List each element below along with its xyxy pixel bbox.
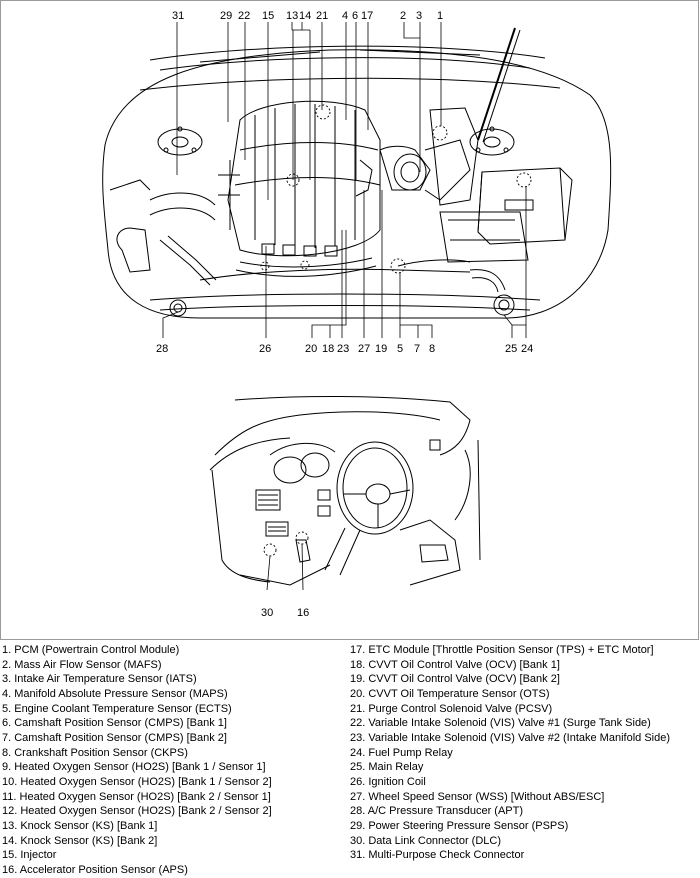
legend-item: 6. Camshaft Position Sensor (CMPS) [Bank… <box>2 717 227 730</box>
legend-item: 14. Knock Sensor (KS) [Bank 2] <box>2 834 158 847</box>
callout-28: 28 <box>156 343 168 355</box>
callout-19: 19 <box>375 343 387 355</box>
legend-item: 13. Knock Sensor (KS) [Bank 1] <box>2 819 158 832</box>
legend-item: 31. Multi-Purpose Check Connector <box>350 849 525 862</box>
legend-item: 7. Camshaft Position Sensor (CMPS) [Bank… <box>2 731 227 744</box>
legend-item: 23. Variable Intake Solenoid (VIS) Valve… <box>350 731 670 744</box>
diagram-frame <box>0 0 699 640</box>
callout-8: 8 <box>429 343 435 355</box>
sensor-location-markers <box>260 104 532 557</box>
legend-item: 3. Intake Air Temperature Sensor (IATS) <box>2 673 197 686</box>
callout-1: 1 <box>437 10 443 22</box>
callout-31: 31 <box>172 10 184 22</box>
legend-item: 11. Heated Oxygen Sensor (HO2S) [Bank 2 … <box>2 790 271 803</box>
callout-14: 14 <box>299 10 311 22</box>
callout-29: 29 <box>220 10 232 22</box>
engine-bay-illustration <box>102 27 612 319</box>
callout-16: 16 <box>297 607 309 619</box>
engine-component-diagram: 31 29 22 15 13 14 21 4 6 17 2 3 1 28 26 … <box>102 10 612 619</box>
legend-item: 9. Heated Oxygen Sensor (HO2S) [Bank 1 /… <box>2 761 266 774</box>
legend-item: 29. Power Steering Pressure Sensor (PSPS… <box>350 819 569 832</box>
legend-item: 24. Fuel Pump Relay <box>350 746 453 759</box>
callout-6: 6 <box>352 10 358 22</box>
callout-17: 17 <box>361 10 373 22</box>
legend-item: 1. PCM (Powertrain Control Module) <box>2 644 180 656</box>
callout-21: 21 <box>316 10 328 22</box>
callout-leader-lines <box>162 22 527 591</box>
legend-item: 4. Manifold Absolute Pressure Sensor (MA… <box>2 687 228 700</box>
callout-4: 4 <box>342 10 348 22</box>
callout-3: 3 <box>416 10 422 22</box>
callout-25: 25 <box>505 343 517 355</box>
callout-13: 13 <box>286 10 298 22</box>
callout-labels-interior: 30 16 <box>261 607 309 619</box>
callout-26: 26 <box>259 343 271 355</box>
legend-item: 12. Heated Oxygen Sensor (HO2S) [Bank 2 … <box>2 805 272 818</box>
callout-15: 15 <box>262 10 274 22</box>
legend-item: 2. Mass Air Flow Sensor (MAFS) <box>2 658 162 671</box>
legend-item: 26. Ignition Coil <box>350 775 426 788</box>
callout-30: 30 <box>261 607 273 619</box>
legend-item: 27. Wheel Speed Sensor (WSS) [Without AB… <box>350 790 605 803</box>
legend-item: 15. Injector <box>2 849 57 862</box>
legend-item: 17. ETC Module [Throttle Position Sensor… <box>350 644 654 656</box>
callout-18: 18 <box>322 343 334 355</box>
legend-item: 20. CVVT Oil Temperature Sensor (OTS) <box>350 687 550 700</box>
legend-item: 25. Main Relay <box>350 761 424 774</box>
callout-22: 22 <box>238 10 250 22</box>
legend-item: 18. CVVT Oil Control Valve (OCV) [Bank 1… <box>350 658 560 671</box>
legend-item: 21. Purge Control Solenoid Valve (PCSV) <box>350 702 553 715</box>
callout-7: 7 <box>414 343 420 355</box>
callout-27: 27 <box>358 343 370 355</box>
callout-labels-top: 31 29 22 15 13 14 21 4 6 17 2 3 1 <box>172 10 443 22</box>
dashboard-illustration <box>209 395 481 586</box>
callout-24: 24 <box>521 343 533 355</box>
legend-item: 8. Crankshaft Position Sensor (CKPS) <box>2 746 188 759</box>
callout-23: 23 <box>337 343 349 355</box>
legend-item: 5. Engine Coolant Temperature Sensor (EC… <box>2 702 232 715</box>
legend-item: 16. Accelerator Position Sensor (APS) <box>2 863 188 876</box>
legend-item: 22. Variable Intake Solenoid (VIS) Valve… <box>350 717 651 730</box>
legend-list-left: 1. PCM (Powertrain Control Module) 2. Ma… <box>2 643 272 878</box>
legend-item: 19. CVVT Oil Control Valve (OCV) [Bank 2… <box>350 673 560 686</box>
callout-labels-bottom: 28 26 20 18 23 27 19 5 7 8 25 24 <box>156 343 533 355</box>
legend-item: 10. Heated Oxygen Sensor (HO2S) [Bank 1 … <box>2 775 272 788</box>
legend-item: 30. Data Link Connector (DLC) <box>350 834 502 847</box>
legend-item: 28. A/C Pressure Transducer (APT) <box>350 805 524 818</box>
legend-list-right: 17. ETC Module [Throttle Position Sensor… <box>350 643 670 863</box>
callout-20: 20 <box>305 343 317 355</box>
callout-2: 2 <box>400 10 406 22</box>
callout-5: 5 <box>397 343 403 355</box>
